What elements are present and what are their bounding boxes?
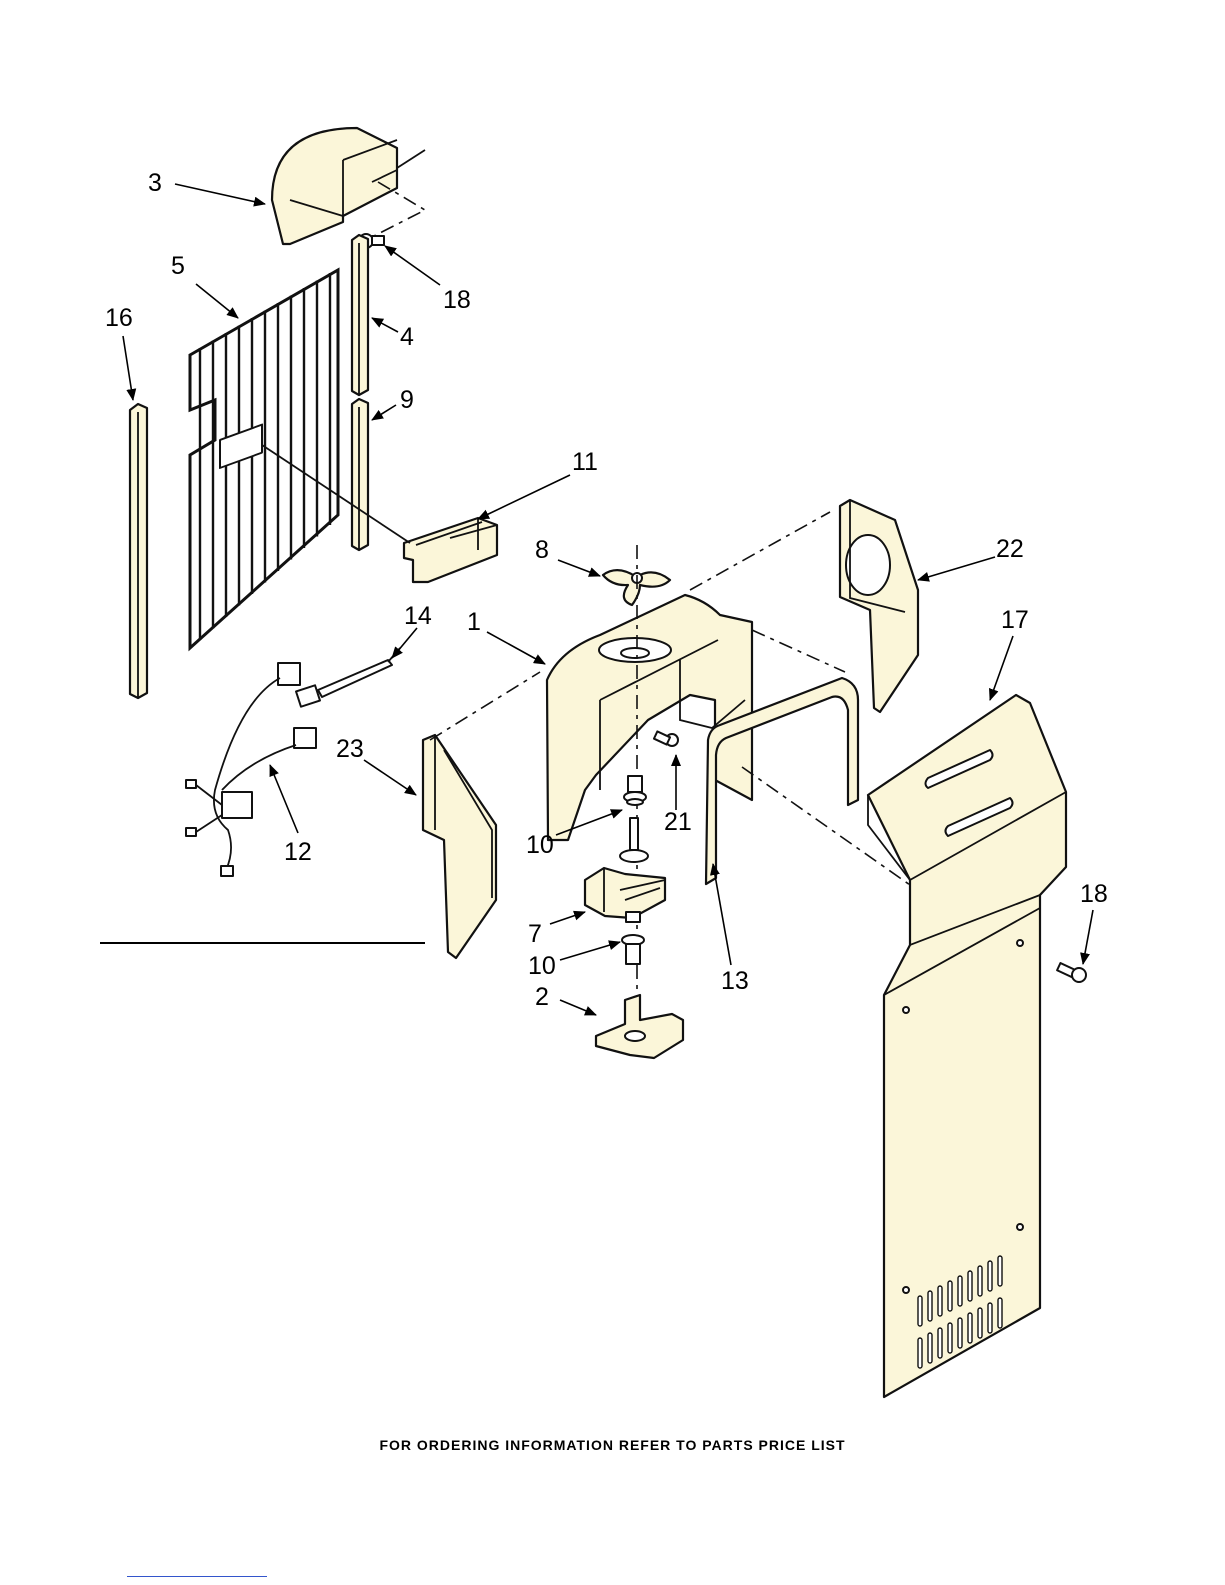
part-10-grommet-lower	[622, 935, 644, 964]
vent-slot	[948, 1281, 952, 1311]
callout-8: 8	[535, 536, 549, 564]
callout-11: 11	[572, 448, 598, 476]
vent-slot	[948, 1323, 952, 1353]
vent-slot	[938, 1328, 942, 1358]
callout-13: 13	[721, 967, 749, 995]
part-3-duct-cover	[272, 128, 425, 244]
part-1-fan-housing	[547, 512, 830, 840]
part-23-side-panel	[423, 672, 540, 958]
callout-16: 16	[105, 304, 133, 332]
callout-5: 5	[171, 252, 185, 280]
vent-slot	[938, 1286, 942, 1316]
vent-slot	[958, 1318, 962, 1348]
part-16-strip	[130, 404, 147, 698]
vent-slot	[978, 1308, 982, 1338]
part-9-strip	[352, 399, 368, 550]
callout-7: 7	[528, 920, 542, 948]
vent-slot	[968, 1313, 972, 1343]
ordering-info-footer: FOR ORDERING INFORMATION REFER TO PARTS …	[0, 1437, 1225, 1453]
callout-2: 2	[535, 983, 549, 1011]
callout-18: 18	[443, 286, 471, 314]
callout-9: 9	[400, 386, 414, 414]
callout-3: 3	[148, 169, 162, 197]
part-17-rear-cover	[868, 695, 1066, 1397]
callout-18-right: 18	[1080, 880, 1108, 908]
vent-slot	[958, 1276, 962, 1306]
vent-slot	[918, 1296, 922, 1326]
part-21-screw	[654, 731, 678, 746]
vent-slot	[988, 1261, 992, 1291]
part-22-side-panel	[840, 500, 918, 712]
vent-slot	[928, 1333, 932, 1363]
callout-12: 12	[284, 838, 312, 866]
callout-22: 22	[996, 535, 1024, 563]
callout-10-upper: 10	[526, 831, 554, 859]
part-14-cable-tie	[296, 648, 400, 707]
callout-17: 17	[1001, 606, 1029, 634]
callout-10-lower: 10	[528, 952, 556, 980]
part-5-evaporator-grill	[190, 270, 338, 648]
vent-slot	[978, 1266, 982, 1296]
part-10-grommet-upper	[624, 776, 646, 805]
vent-slot	[968, 1271, 972, 1301]
vent-slot	[918, 1338, 922, 1368]
callout-21: 21	[664, 808, 692, 836]
vent-slot	[998, 1298, 1002, 1328]
vent-slot	[988, 1303, 992, 1333]
part-2-motor-bracket	[596, 995, 683, 1058]
part-4-strip	[352, 235, 368, 395]
callout-1: 1	[467, 608, 481, 636]
callout-4: 4	[400, 323, 414, 351]
callout-23: 23	[336, 735, 364, 763]
part-7-fan-motor	[585, 818, 665, 922]
vent-slot	[928, 1291, 932, 1321]
bottom-link-rule	[127, 1576, 267, 1577]
part-18-screw-right	[1057, 963, 1086, 982]
part-11-bracket	[262, 445, 497, 582]
vent-slot	[998, 1256, 1002, 1286]
callout-14: 14	[404, 602, 432, 630]
